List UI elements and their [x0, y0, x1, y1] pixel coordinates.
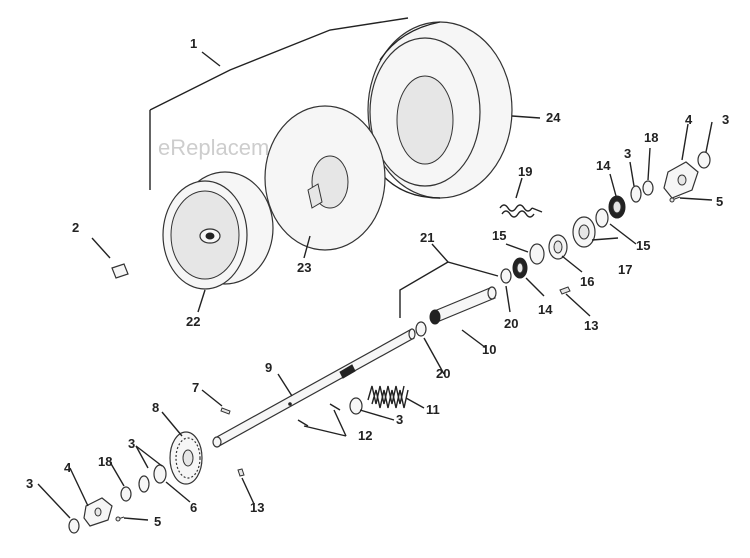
callout-11: 11 [426, 402, 440, 417]
part-3-washer-top[interactable] [630, 185, 642, 203]
callout-5-left: 5 [154, 514, 161, 529]
part-14-ratchet-a[interactable] [608, 195, 626, 219]
callout-8: 8 [152, 400, 159, 415]
callout-22: 22 [186, 314, 200, 329]
callout-3-top: 3 [624, 146, 631, 161]
part-13-key-right[interactable] [559, 286, 571, 295]
callout-3-left-gear: 3 [128, 436, 135, 451]
part-3-washer-left-b[interactable] [68, 518, 80, 534]
callout-3-far-left: 3 [26, 476, 33, 491]
part-24-tire[interactable] [367, 21, 513, 199]
part-19-torsion-spring[interactable] [499, 204, 543, 218]
part-2-clip[interactable] [111, 263, 129, 279]
part-3-washer-far-right[interactable] [697, 151, 711, 169]
part-9-axle-shaft[interactable] [212, 328, 416, 448]
part-6-collar[interactable] [153, 464, 167, 484]
part-5-pin-top[interactable] [669, 196, 681, 203]
part-12-pin-b[interactable] [297, 419, 309, 427]
callout-19: 19 [518, 164, 532, 179]
callout-15-left: 15 [492, 228, 506, 243]
callout-20-top: 20 [504, 316, 518, 331]
callout-15-right: 15 [636, 238, 650, 253]
part-22-wheel-rim[interactable] [162, 171, 274, 290]
callout-3-far-right: 3 [722, 112, 729, 127]
part-23-inner-tube[interactable] [264, 105, 386, 251]
part-20-bushing-a[interactable] [500, 268, 512, 284]
part-3-washer-left-a[interactable] [138, 475, 150, 493]
callout-17: 17 [618, 262, 632, 277]
callout-1: 1 [190, 36, 197, 51]
callout-labels: 1 2 22 23 24 19 15 21 20 14 16 17 15 13 … [26, 36, 729, 529]
callout-5-top: 5 [716, 194, 723, 209]
callout-4-top: 4 [685, 112, 693, 127]
part-8-gear[interactable] [169, 431, 203, 485]
callout-16: 16 [580, 274, 594, 289]
callout-10: 10 [482, 342, 496, 357]
part-17-sprocket[interactable] [572, 216, 596, 248]
part-12-pin-a[interactable] [329, 403, 341, 411]
callout-14-bottom: 14 [538, 302, 553, 317]
callout-7: 7 [192, 380, 199, 395]
callout-3-mid: 3 [396, 412, 403, 427]
part-11-compression-spring[interactable] [367, 385, 409, 409]
part-4-bracket-left[interactable] [83, 497, 113, 527]
callout-20-bottom: 20 [436, 366, 450, 381]
part-18-bushing-left[interactable] [120, 486, 132, 502]
part-13-key-left[interactable] [237, 468, 245, 477]
part-18-bushing-top[interactable] [642, 180, 654, 196]
part-15-washer-b[interactable] [595, 208, 609, 228]
part-5-pin-left[interactable] [115, 516, 125, 522]
callout-21: 21 [420, 230, 434, 245]
callout-2: 2 [72, 220, 79, 235]
part-4-bracket-top[interactable] [663, 161, 699, 199]
part-3-washer-mid[interactable] [349, 397, 363, 415]
callout-14-top: 14 [596, 158, 611, 173]
part-15-washer-a[interactable] [529, 243, 545, 265]
callout-23: 23 [297, 260, 311, 275]
callout-9: 9 [265, 360, 272, 375]
callout-12: 12 [358, 428, 372, 443]
callout-6: 6 [190, 500, 197, 515]
callout-24: 24 [546, 110, 561, 125]
part-14-ratchet-b[interactable] [512, 257, 528, 279]
callout-13-right: 13 [584, 318, 598, 333]
part-7-pin[interactable] [220, 407, 231, 415]
callout-18-left: 18 [98, 454, 112, 469]
callout-4-left: 4 [64, 460, 72, 475]
callout-13-left: 13 [250, 500, 264, 515]
callout-18-top: 18 [644, 130, 658, 145]
part-16-bearing[interactable] [548, 234, 568, 260]
leader-lines [37, 17, 713, 521]
part-20-bushing-b[interactable] [415, 321, 427, 337]
part-10-sleeve[interactable] [429, 286, 497, 325]
